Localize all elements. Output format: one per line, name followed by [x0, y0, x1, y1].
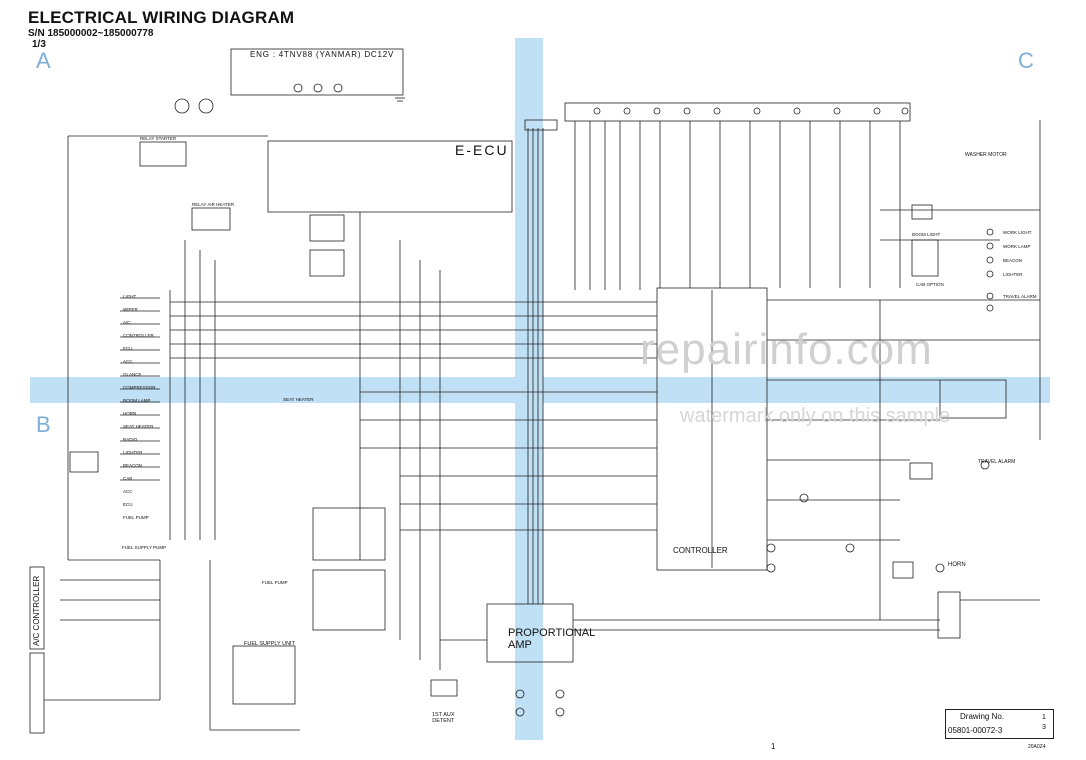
serial-range-value: 185000002~185000778: [47, 28, 154, 39]
fuse-box: [69, 451, 99, 473]
engine-box: [230, 48, 404, 96]
relay-right-2: [911, 239, 939, 277]
boom-light-label: BOOM LIGHT: [912, 232, 941, 237]
relay-right-3: [939, 379, 1007, 419]
controller-box: [656, 287, 768, 571]
fuel-supply-unit-box: [232, 645, 296, 705]
left-label: GLANCE: [123, 372, 142, 377]
detent-box: [430, 679, 458, 697]
detent-label-line2: DETENT: [432, 718, 455, 724]
left-label: CAB: [123, 476, 133, 481]
amp-label-line2: AMP: [508, 639, 532, 651]
left-label: ECU: [123, 346, 133, 351]
page-title: ELECTRICAL WIRING DIAGRAM: [28, 8, 295, 27]
left-label: ECU: [123, 502, 133, 507]
left-label: ACC: [123, 359, 133, 364]
fuel-supply-pump-label: FUEL SUPPLY PUMP: [122, 545, 167, 550]
horn-label: HORN: [948, 562, 966, 568]
engine-label: ENG : 4TNV88 (YANMAR) DC12V: [250, 50, 395, 59]
drawing-number: 05801-00072-3: [948, 726, 1003, 735]
sheet-denominator: 3: [1042, 724, 1046, 731]
revision-code: 20A0Z4: [1028, 744, 1046, 750]
controller-label: CONTROLLER: [673, 546, 728, 555]
watermark-sub: watermark only on this sample: [680, 405, 951, 427]
grid-letter-a: A: [36, 48, 51, 73]
grid-letter-b: B: [36, 412, 51, 437]
relay-horn: [892, 561, 914, 579]
right-label: BEACON: [1003, 258, 1023, 263]
ecu-label: E-ECU: [455, 142, 509, 158]
relay-box-2: [309, 249, 345, 277]
relay-travel: [909, 462, 933, 480]
switch-block-1: [312, 507, 386, 561]
fuel-supply-unit-label: FUEL SUPPLY UNIT: [244, 641, 295, 647]
ac-controller-label: A/C CONTROLLER: [32, 575, 41, 646]
left-label: CONTROLLER: [123, 333, 154, 338]
amp-label-line1: PROPORTIONAL: [508, 627, 596, 639]
grid-letter-c: C: [1018, 48, 1034, 73]
relay-starter-label: RELAY STARTER: [140, 136, 177, 141]
washer-motor-label: WASHER MOTOR: [965, 152, 1007, 158]
cab-option-label: CAB OPTION: [916, 282, 944, 287]
title-block-heading: Drawing No.: [960, 712, 1005, 721]
left-label: LIGHT: [123, 294, 137, 299]
fuel-pump-label: FUEL PUMP: [262, 580, 288, 585]
detent-label: 1ST AUX DETENT: [432, 712, 455, 724]
seat-heater-label: SEAT HEATER: [283, 397, 314, 402]
left-label: RADIO: [123, 437, 138, 442]
watermark-main: repairinfo.com: [640, 325, 933, 374]
detent-label-line1: 1ST AUX: [432, 712, 455, 718]
top-connector-row: [564, 102, 911, 122]
proportional-amp-label: PROPORTIONAL AMP: [508, 627, 595, 651]
relay-air-heater-label: RELAY AIR HEATER: [192, 202, 235, 207]
serial-range: S/N 185000002~185000778: [28, 28, 154, 39]
proportional-amp-box: [486, 603, 574, 663]
right-label: WORK LIGHT: [1003, 230, 1032, 235]
relay-box-1: [309, 214, 345, 242]
switch-block-2: [312, 569, 386, 631]
connector-right: [937, 591, 961, 639]
left-label: ACC: [123, 489, 133, 494]
controller-box-left: [29, 652, 45, 734]
left-label: HORN: [123, 411, 137, 416]
left-label: COMPRESSOR: [123, 385, 156, 390]
sheet-indicator: 1/3: [32, 39, 46, 50]
relay-right-1: [911, 204, 933, 220]
title-block: Drawing No. 05801-00072-3 1 3: [945, 709, 1054, 739]
left-label: FUEL PUMP: [123, 515, 149, 520]
left-label: ROOM LAMP: [123, 398, 151, 403]
left-label: A/C: [123, 320, 131, 325]
title-block-sheet: 1 3: [1037, 713, 1051, 733]
relay-starter-box: [139, 141, 187, 167]
ecu-box: [267, 140, 513, 213]
page-number: 1: [771, 742, 776, 751]
right-label: LIGHTER: [1003, 272, 1023, 277]
right-label: WORK LAMP: [1003, 244, 1031, 249]
center-connector: [524, 119, 558, 131]
left-label: SEAT HEATER: [123, 424, 154, 429]
right-label: TRAVEL ALARM: [1003, 294, 1037, 299]
left-label: WIPER: [123, 307, 138, 312]
sheet-numerator: 1: [1042, 714, 1046, 721]
relay-air-heater-box: [191, 207, 231, 231]
ac-controller-box: [29, 566, 45, 650]
left-label: BEACON: [123, 463, 143, 468]
left-label: LIGHTER: [123, 450, 143, 455]
travel-alarm-label: TRAVEL ALARM: [978, 459, 1016, 465]
